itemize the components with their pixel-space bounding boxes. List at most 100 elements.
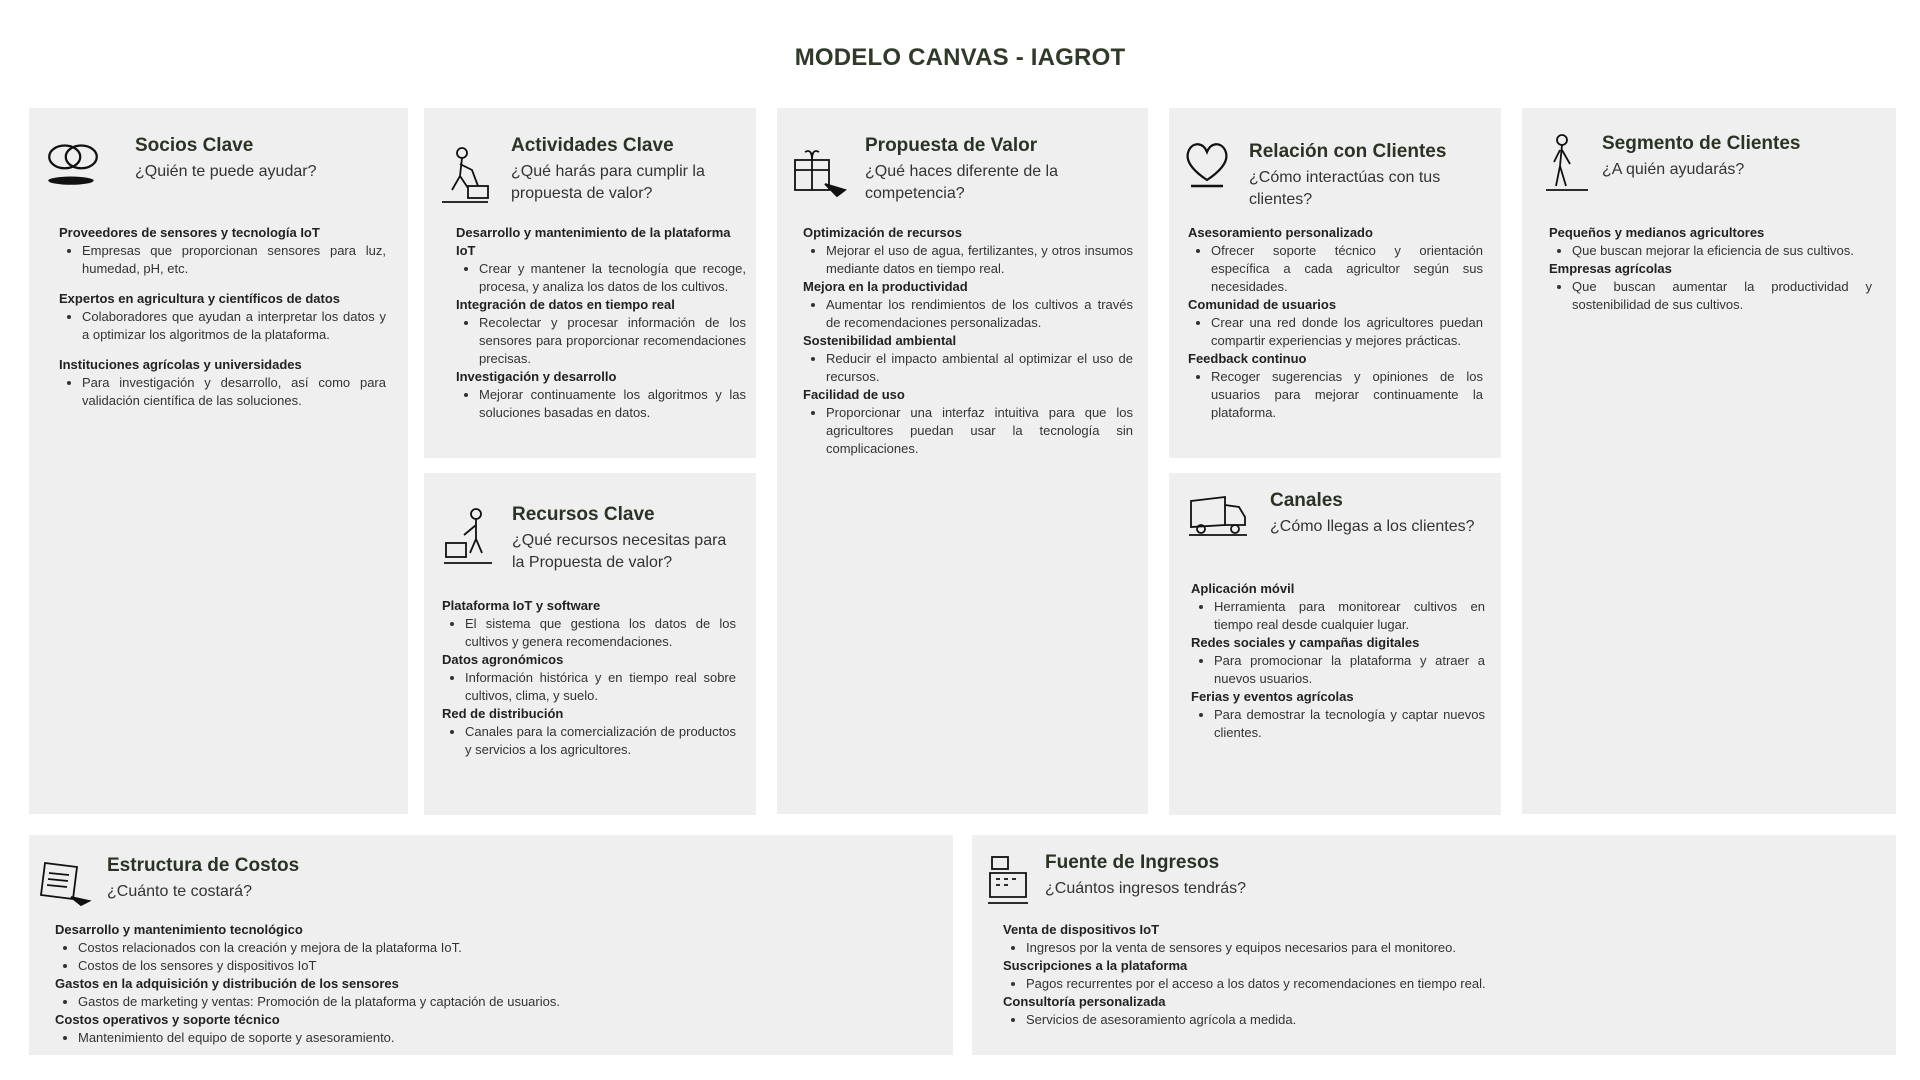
- section-heading: Comunidad de usuarios: [1188, 297, 1337, 312]
- list-item: Empresas que proporcionan sensores para …: [82, 242, 386, 278]
- person-with-cart-icon: [442, 507, 496, 569]
- section-list: Empresas que proporcionan sensores para …: [59, 242, 386, 278]
- section-heading: Desarrollo y mantenimiento de la platafo…: [456, 225, 731, 258]
- box-title: Relación con Clientes: [1249, 141, 1447, 162]
- list-item: Para investigación y desarrollo, así com…: [82, 374, 386, 410]
- worker-icon: [438, 146, 494, 208]
- box-question: ¿Cuántos ingresos tendrás?: [1045, 880, 1246, 897]
- box-question: ¿Qué haces diferente de la competencia?: [865, 163, 1059, 202]
- box-title: Estructura de Costos: [107, 855, 300, 876]
- list-item: Canales para la comercialización de prod…: [465, 723, 736, 759]
- list-item: Pagos recurrentes por el acceso a los da…: [1026, 975, 1863, 993]
- box-title: Segmento de Clientes: [1602, 133, 1801, 154]
- section-heading: Proveedores de sensores y tecnología IoT: [59, 225, 320, 240]
- recursos-clave-box: Recursos Clave ¿Qué recursos necesitas p…: [424, 473, 756, 815]
- truck-icon: [1187, 491, 1249, 541]
- actividades-clave-box: Actividades Clave ¿Qué harás para cumpli…: [424, 108, 756, 458]
- socios-clave-box: Socios Clave ¿Quién te puede ayudar? Pro…: [29, 108, 408, 814]
- section-heading: Venta de dispositivos IoT: [1003, 922, 1160, 937]
- section-heading: Asesoramiento personalizado: [1188, 225, 1373, 240]
- box-question: ¿Quién te puede ayudar?: [135, 163, 317, 180]
- box-title: Actividades Clave: [511, 135, 674, 156]
- box-title: Recursos Clave: [512, 504, 655, 525]
- section-list: Para investigación y desarrollo, así com…: [59, 374, 386, 410]
- section-list: Colaboradores que ayudan a interpretar l…: [59, 308, 386, 344]
- section-list: Herramienta para monitorear cultivos en …: [1191, 598, 1485, 634]
- section-spacer: [59, 344, 386, 356]
- section-heading: Desarrollo y mantenimiento tecnológico: [55, 922, 303, 937]
- box-question: ¿A quién ayudarás?: [1602, 161, 1745, 178]
- fuente-de-ingresos-box: Fuente de Ingresos ¿Cuántos ingresos ten…: [972, 835, 1896, 1055]
- section-heading: Investigación y desarrollo: [456, 369, 617, 384]
- section-list: Reducir el impacto ambiental al optimiza…: [803, 350, 1133, 386]
- relacion-con-clientes-box: Relación con Clientes ¿Cómo interactúas …: [1169, 108, 1501, 458]
- box-content: Venta de dispositivos IoTIngresos por la…: [1003, 921, 1863, 1029]
- box-question: ¿Qué harás para cumplir la propuesta de …: [511, 163, 705, 202]
- section-heading: Instituciones agrícolas y universidades: [59, 357, 302, 372]
- list-item: Costos relacionados con la creación y me…: [78, 939, 915, 957]
- section-heading: Facilidad de uso: [803, 387, 905, 402]
- section-list: Proporcionar una interfaz intuitiva para…: [803, 404, 1133, 458]
- box-title: Socios Clave: [135, 135, 254, 156]
- section-list: Mantenimiento del equipo de soporte y as…: [55, 1029, 915, 1047]
- box-content: Plataforma IoT y software El sistema que …: [442, 597, 736, 759]
- section-list: Recoger sugerencias y opiniones de los u…: [1188, 368, 1483, 422]
- section-list: Aumentar los rendimientos de los cultivo…: [803, 296, 1133, 332]
- section-list: Para demostrar la tecnología y captar nu…: [1191, 706, 1485, 742]
- section-heading: Red de distribución: [442, 706, 564, 721]
- list-item: Recoger sugerencias y opiniones de los u…: [1211, 368, 1483, 422]
- list-item: Mejorar continuamente los algoritmos y l…: [479, 386, 746, 422]
- list-item: Mantenimiento del equipo de soporte y as…: [78, 1029, 915, 1047]
- section-list: Gastos de marketing y ventas: Promoción …: [55, 993, 915, 1011]
- box-content: Aplicación móvilHerramienta para monitor…: [1191, 580, 1485, 742]
- section-list: Recolectar y procesar información de los…: [456, 314, 746, 368]
- section-heading: Sostenibilidad ambiental: [803, 333, 957, 348]
- list-item: Para demostrar la tecnología y captar nu…: [1214, 706, 1485, 742]
- box-question: ¿Qué recursos necesitas para la Propuest…: [512, 532, 727, 571]
- section-list: Canales para la comercialización de prod…: [442, 723, 736, 759]
- section-list: Información histórica y en tiempo real s…: [442, 669, 736, 705]
- list-item: Servicios de asesoramiento agrícola a me…: [1026, 1011, 1863, 1029]
- box-title: Fuente de Ingresos: [1045, 852, 1220, 873]
- list-item: Que buscan aumentar la productividad y s…: [1572, 278, 1872, 314]
- section-list: Mejorar continuamente los algoritmos y l…: [456, 386, 746, 422]
- box-content: Desarrollo y mantenimiento tecnológicoCo…: [55, 921, 915, 1047]
- section-heading: Integración de datos en tiempo real: [456, 297, 675, 312]
- section-heading: Gastos en la adquisición y distribución …: [55, 976, 399, 991]
- list-item: Para promocionar la plataforma y atraer …: [1214, 652, 1485, 688]
- list-item: Costos de los sensores y dispositivos Io…: [78, 957, 915, 975]
- section-heading: Expertos en agricultura y científicos de…: [59, 291, 341, 306]
- section-list: Ofrecer soporte técnico y orientación es…: [1188, 242, 1483, 296]
- section-heading: Empresas agrícolas: [1549, 261, 1672, 276]
- segmento-de-clientes-box: Segmento de Clientes ¿A quién ayudarás? …: [1522, 108, 1896, 814]
- section-list: Pagos recurrentes por el acceso a los da…: [1003, 975, 1863, 993]
- list-item: Gastos de marketing y ventas: Promoción …: [78, 993, 915, 1011]
- section-heading: Costos operativos y soporte técnico: [55, 1012, 280, 1027]
- section-list: Para promocionar la plataforma y atraer …: [1191, 652, 1485, 688]
- box-content: Asesoramiento personalizadoOfrecer sopor…: [1188, 224, 1483, 422]
- box-question: ¿Cómo llegas a los clientes?: [1270, 518, 1475, 535]
- box-title: Canales: [1270, 490, 1343, 511]
- list-item: Ofrecer soporte técnico y orientación es…: [1211, 242, 1483, 296]
- list-item: Información histórica y en tiempo real s…: [465, 669, 736, 705]
- gift-icon: [789, 144, 849, 200]
- box-content: Optimización de recursosMejorar el uso d…: [803, 224, 1133, 458]
- section-heading: Suscripciones a la plataforma: [1003, 958, 1188, 973]
- section-heading: Feedback continuo: [1188, 351, 1307, 366]
- section-heading: Plataforma IoT y software: [442, 598, 601, 613]
- section-list: Que buscan mejorar la eficiencia de sus …: [1549, 242, 1872, 260]
- list-item: El sistema que gestiona los datos de los…: [465, 615, 736, 651]
- section-list: Crear una red donde los agricultores pue…: [1188, 314, 1483, 350]
- list-item: Que buscan mejorar la eficiencia de sus …: [1572, 242, 1872, 260]
- section-list: Servicios de asesoramiento agrícola a me…: [1003, 1011, 1863, 1029]
- section-heading: Pequeños y medianos agricultores: [1549, 225, 1765, 240]
- section-list: Costos relacionados con la creación y me…: [55, 939, 915, 975]
- list-item: Aumentar los rendimientos de los cultivo…: [826, 296, 1133, 332]
- section-spacer: [59, 278, 386, 290]
- box-content: Pequeños y medianos agricultoresQue busc…: [1549, 224, 1872, 314]
- heart-icon: [1183, 138, 1231, 192]
- section-list: Mejorar el uso de agua, fertilizantes, y…: [803, 242, 1133, 278]
- box-question: ¿Cómo interactúas con tus clientes?: [1249, 169, 1441, 208]
- list-item: Herramienta para monitorear cultivos en …: [1214, 598, 1485, 634]
- box-title: Propuesta de Valor: [865, 135, 1038, 156]
